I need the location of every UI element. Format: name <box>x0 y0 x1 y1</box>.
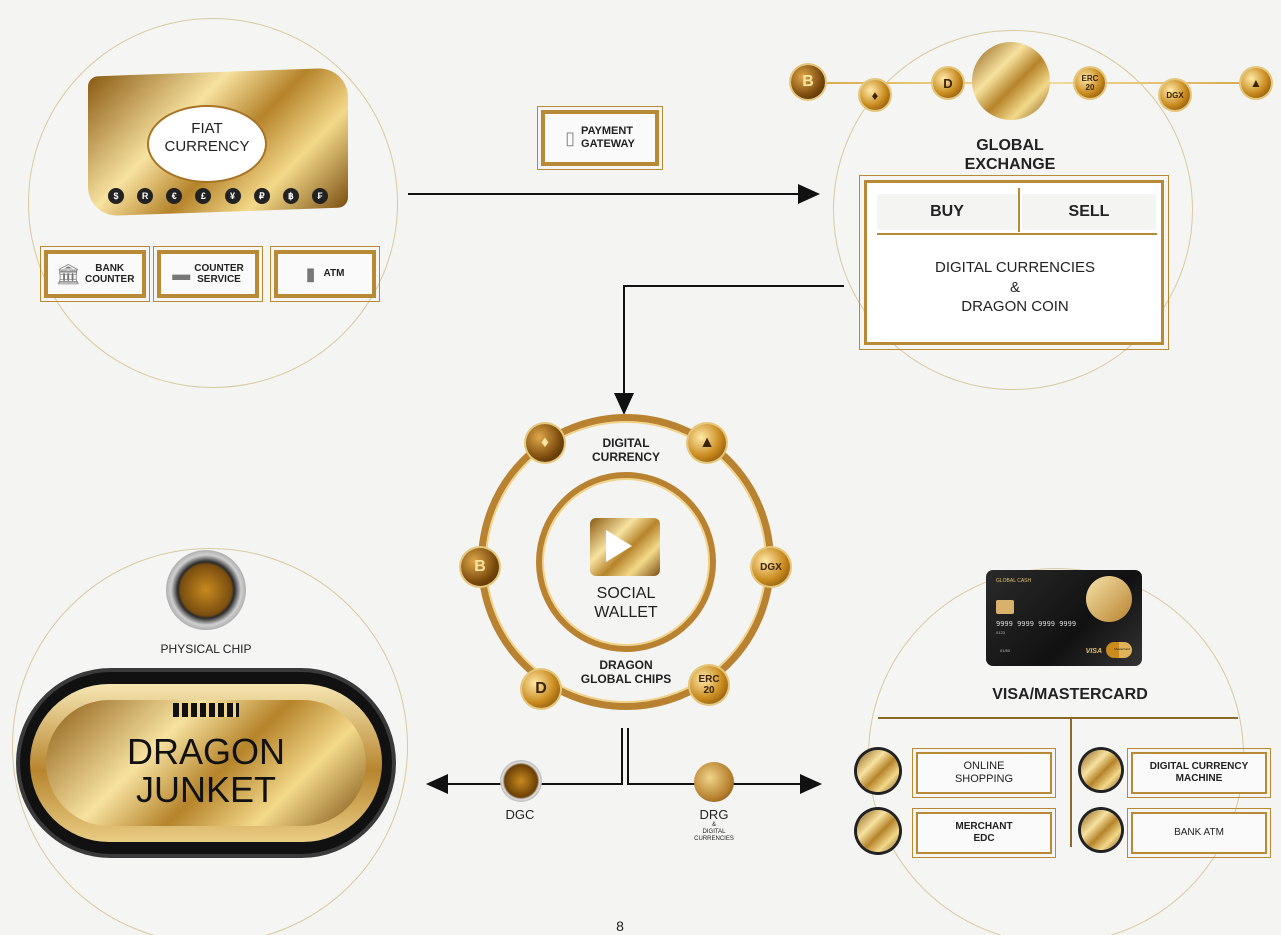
currency-machine-icon <box>1081 750 1121 790</box>
fiat-symbols: $ R € £ ¥ ₽ ฿ ₣ <box>108 188 328 204</box>
online-shopping-icon <box>857 750 899 792</box>
drg-coin-icon <box>694 762 734 802</box>
sell-button[interactable]: SELL <box>1022 194 1156 230</box>
dgc-coin-icon <box>500 760 542 802</box>
card-chip-icon <box>996 600 1014 614</box>
currency-machine-box: DIGITAL CURRENCY MACHINE <box>1127 748 1271 798</box>
credit-card: GLOBAL CASH 9999 9999 9999 9999 0123 01/… <box>986 570 1142 666</box>
dgx-icon: DGX <box>1160 80 1190 110</box>
social-wallet-label: SOCIAL WALLET <box>594 585 658 622</box>
bank-atm-label: BANK ATM <box>1174 827 1224 838</box>
drg-sub-label: & DIGITAL CURRENCIES <box>694 822 734 843</box>
drg-label: DRG <box>699 807 729 822</box>
ethereum-icon: ♦ <box>860 80 890 110</box>
buy-button[interactable]: BUY <box>877 194 1017 230</box>
wallet-bitcoin-icon: B <box>461 548 499 586</box>
physical-chip-label: PHYSICAL CHIP <box>160 642 252 656</box>
pound-icon: £ <box>195 188 212 204</box>
arrow-fiat-exchange <box>408 193 800 195</box>
erc20-icon: ERC 20 <box>1075 68 1105 98</box>
junket-title-line2: JUNKET <box>135 768 276 810</box>
yen-icon: ¥ <box>224 188 241 204</box>
arrow-to-card-head <box>800 774 822 794</box>
bank-atm-box: BANK ATM <box>1127 808 1271 858</box>
physical-chip-icon <box>166 550 246 630</box>
page-number: 8 <box>616 918 624 934</box>
fiat-title-line1: FIAT <box>191 120 223 137</box>
bank-icon: 🏛 <box>55 263 81 286</box>
card-dragon-icon <box>1086 576 1132 622</box>
merchant-edc-icon <box>857 810 899 852</box>
arrow-fiat-exchange-head <box>798 184 820 204</box>
play-icon <box>606 530 632 562</box>
atm-box: ▮ ATM <box>270 246 380 302</box>
exchange-separator <box>877 233 1157 235</box>
aeternity-icon: ▲ <box>1241 68 1271 98</box>
baht-icon: ฿ <box>282 188 299 204</box>
wallet-inner-ring <box>536 472 716 652</box>
wallet-aeternity-icon: ▲ <box>688 424 726 462</box>
dollar-icon: $ <box>108 188 124 204</box>
counter-icon: ▬ <box>172 263 191 284</box>
card-small: 0123 <box>996 630 1005 635</box>
bank-counter-label: BANK COUNTER <box>84 262 135 286</box>
card-brand: GLOBAL CASH <box>996 578 1032 584</box>
card-expiry: 01/80 <box>1000 648 1011 653</box>
fiat-title-line2: CURRENCY <box>164 138 250 155</box>
dash-icon: D <box>933 68 963 98</box>
global-exchange-title: GLOBAL EXCHANGE <box>964 137 1056 174</box>
arrow-exchange-wallet-h <box>624 285 844 287</box>
franc-icon: ₣ <box>311 188 328 204</box>
wallet-dash-icon: D <box>522 670 560 708</box>
arrow-exchange-wallet-v <box>623 285 625 395</box>
counter-service-label: COUNTER SERVICE <box>194 262 244 286</box>
visa-text: VISA <box>1085 648 1102 655</box>
bank-atm-icon <box>1081 810 1121 850</box>
payment-gateway-label: PAYMENT GATEWAY <box>581 125 635 150</box>
counter-service-box: ▬ COUNTER SERVICE <box>153 246 263 302</box>
dragon-logo-icon <box>972 42 1050 120</box>
exchange-line2: & <box>1009 278 1020 296</box>
currency-machine-label: DIGITAL CURRENCY MACHINE <box>1149 761 1249 784</box>
online-shopping-box: ONLINE SHOPPING <box>912 748 1056 798</box>
dgc-label: DGC <box>505 807 535 822</box>
card-tree-v <box>1070 717 1072 847</box>
chip-slot-icon <box>173 703 239 717</box>
dragon-junket-title: DRAGON JUNKET <box>60 733 352 809</box>
junket-table-surface <box>46 700 366 826</box>
atm-label: ATM <box>323 268 345 280</box>
buy-sell-divider <box>1018 188 1020 232</box>
bank-counter-box: 🏛 BANK COUNTER <box>40 246 150 302</box>
flow-double-line-a <box>621 728 623 784</box>
arrow-exchange-wallet-head <box>614 393 634 415</box>
merchant-edc-label: MERCHANT EDC <box>955 821 1013 844</box>
card-number: 9999 9999 9999 9999 <box>996 620 1077 628</box>
wallet-bottom-label: DRAGON GLOBAL CHIPS <box>580 658 672 687</box>
fiat-title: FIAT CURRENCY <box>147 120 267 156</box>
mastercard-icon <box>1106 642 1132 658</box>
exchange-line3: DRAGON COIN <box>961 298 1069 315</box>
wallet-ethereum-icon: ♦ <box>526 424 564 462</box>
gateway-icon: ▯ <box>565 127 576 148</box>
rand-icon: R <box>137 188 154 204</box>
wallet-dgx-icon: DGX <box>752 548 790 586</box>
ruble-icon: ₽ <box>253 188 270 204</box>
exchange-assets: DIGITAL CURRENCIES & DRAGON COIN <box>880 258 1150 317</box>
card-tree-h <box>878 717 1238 719</box>
arrow-to-junket-head <box>426 774 448 794</box>
euro-icon: € <box>166 188 183 204</box>
wallet-erc20-icon: ERC 20 <box>690 666 728 704</box>
wallet-top-label: DIGITAL CURRENCY <box>591 436 660 465</box>
visa-mastercard-title: VISA/MASTERCARD <box>992 686 1148 703</box>
payment-gateway-box: ▯ PAYMENT GATEWAY <box>537 106 663 170</box>
atm-icon: ▮ <box>305 263 316 284</box>
online-shopping-label: ONLINE SHOPPING <box>954 759 1014 785</box>
mastercard-text: MasterCard <box>1114 647 1130 651</box>
junket-title-line1: DRAGON <box>126 731 285 772</box>
merchant-edc-box: MERCHANT EDC <box>912 808 1056 858</box>
flow-double-line-b <box>627 728 629 784</box>
exchange-line1: DIGITAL CURRENCIES <box>934 259 1096 276</box>
fiat-ellipse <box>147 105 267 183</box>
bitcoin-icon: B <box>791 65 825 99</box>
